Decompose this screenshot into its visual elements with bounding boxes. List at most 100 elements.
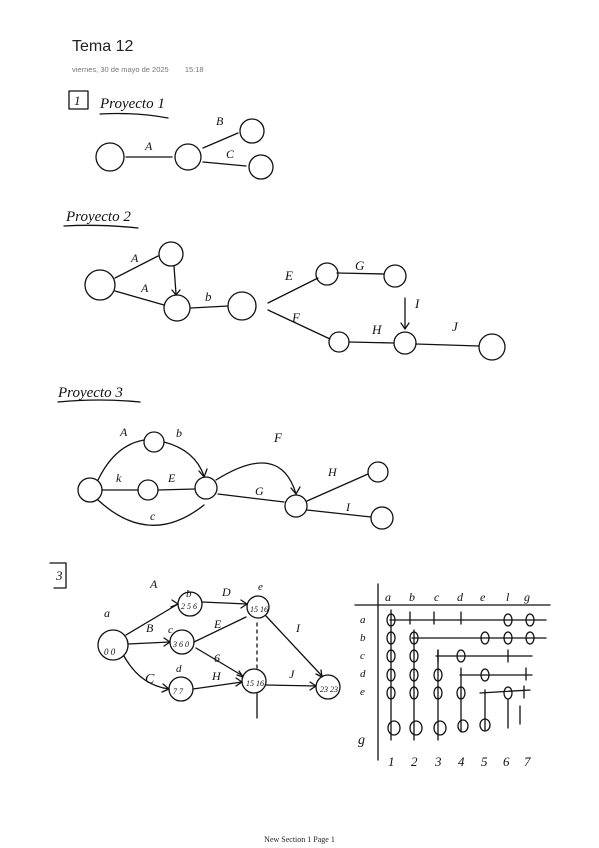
matrix-col-number: 1 (388, 754, 395, 769)
node (97, 629, 129, 661)
node (137, 479, 159, 501)
matrix-col-header: a (385, 590, 391, 604)
page-time: 15:18 (184, 65, 204, 74)
node (370, 506, 394, 530)
edge-label: B (216, 114, 224, 128)
edge-label: J (452, 319, 459, 334)
node (315, 262, 339, 286)
sketch-proyecto-2: Proyecto 2 A A b E (63, 209, 506, 361)
node (77, 477, 103, 503)
node-label: b (186, 588, 192, 600)
matrix-col-header: c (434, 590, 440, 604)
matrix-row-header: e (360, 686, 365, 698)
edge-label: A (119, 425, 128, 439)
matrix-row-header: g (358, 733, 365, 748)
node (284, 494, 308, 518)
section-number-box (68, 90, 89, 110)
page-timestamp: viernes, 30 de mayo de 2025 15:18 (72, 65, 204, 74)
edge-label: H (211, 669, 222, 683)
edge-label: 6 (214, 651, 220, 665)
node (95, 142, 125, 172)
edge-label: H (371, 322, 382, 337)
node (393, 331, 417, 355)
matrix-col-number: 4 (458, 754, 465, 769)
node (158, 241, 184, 267)
node-value: 7 7 (173, 687, 184, 696)
sketch-title: Proyecto 1 (99, 96, 165, 112)
node-label: a (104, 606, 110, 620)
node (383, 264, 407, 288)
edge-label: A (140, 281, 149, 295)
node (163, 294, 191, 322)
edge-label: B (146, 621, 154, 635)
edge-label: E (167, 471, 176, 485)
edge-label: G (255, 484, 264, 498)
matrix-col-header: l (506, 590, 510, 604)
matrix-col-number: 6 (503, 754, 510, 769)
node (328, 331, 350, 353)
node (478, 333, 506, 361)
edge-label: F (273, 430, 283, 445)
page-footer: New Section 1 Page 1 (264, 835, 335, 844)
node (194, 476, 218, 500)
matrix-row-header: a (360, 614, 366, 626)
edge-label: H (327, 465, 338, 479)
edge-label: J (289, 667, 295, 681)
node (241, 668, 267, 694)
edge-label: C (145, 672, 155, 687)
node-value: 0 0 (104, 647, 116, 657)
edge-label: I (295, 621, 301, 635)
edge-label: E (284, 268, 293, 283)
matrix-col-number: 3 (434, 754, 442, 769)
node-label: c (168, 624, 173, 636)
matrix-col-header: b (409, 590, 415, 604)
node-value: 15 16 (246, 679, 264, 688)
matrix-col-header: e (480, 590, 486, 604)
section-number: 1 (74, 93, 81, 108)
edge-label: k (116, 471, 122, 485)
edge-label: F (291, 310, 301, 325)
node-value: 15 16 (250, 605, 268, 614)
node-value: 23 23 (320, 685, 338, 694)
sketch-title: Proyecto 3 (57, 385, 123, 401)
node (246, 595, 270, 619)
edge-label: G (355, 258, 365, 273)
matrix-col-number: 2 (411, 754, 418, 769)
matrix-col-number: 5 (481, 754, 488, 769)
node (239, 118, 265, 144)
node (143, 431, 165, 453)
node (84, 269, 116, 301)
matrix-row-header: d (360, 668, 366, 680)
section-number-box (49, 562, 67, 589)
matrix-col-number: 7 (524, 754, 531, 769)
edge-label: c (150, 509, 156, 523)
matrix-col-header: g (524, 590, 530, 604)
node-value: 2 5 6 (181, 602, 197, 611)
matrix-col-header: d (457, 590, 464, 604)
node-label: d (176, 663, 182, 675)
edge-label: I (345, 500, 351, 514)
edge-label: D (221, 585, 231, 599)
node (367, 461, 389, 483)
edge-label: A (144, 139, 153, 153)
page-date: viernes, 30 de mayo de 2025 (72, 65, 169, 74)
section-number: 3 (55, 568, 63, 583)
sketch-proyecto-3: Proyecto 3 A b k E c F G (57, 385, 394, 530)
dependency-matrix: a b c d e l g a b c d e g (354, 583, 551, 769)
sketch-title: Proyecto 2 (65, 209, 131, 225)
sketch-proyecto-1: 1 Proyecto 1 A B C (68, 90, 274, 180)
sketch-network-3: 3 a 0 0 b 2 5 6 c 3 6 0 d 7 7 e 15 16 15… (49, 562, 341, 719)
node (248, 154, 274, 180)
node (227, 291, 257, 321)
edge-label: C (226, 147, 235, 161)
page-title[interactable]: Tema 12 (72, 38, 134, 55)
edge-label: E (213, 617, 222, 631)
node-value: 3 6 0 (172, 640, 189, 649)
node (174, 143, 202, 171)
edge-label: b (176, 426, 182, 440)
edge-label: b (205, 289, 212, 304)
edge-label: A (130, 251, 139, 265)
node (315, 674, 341, 700)
